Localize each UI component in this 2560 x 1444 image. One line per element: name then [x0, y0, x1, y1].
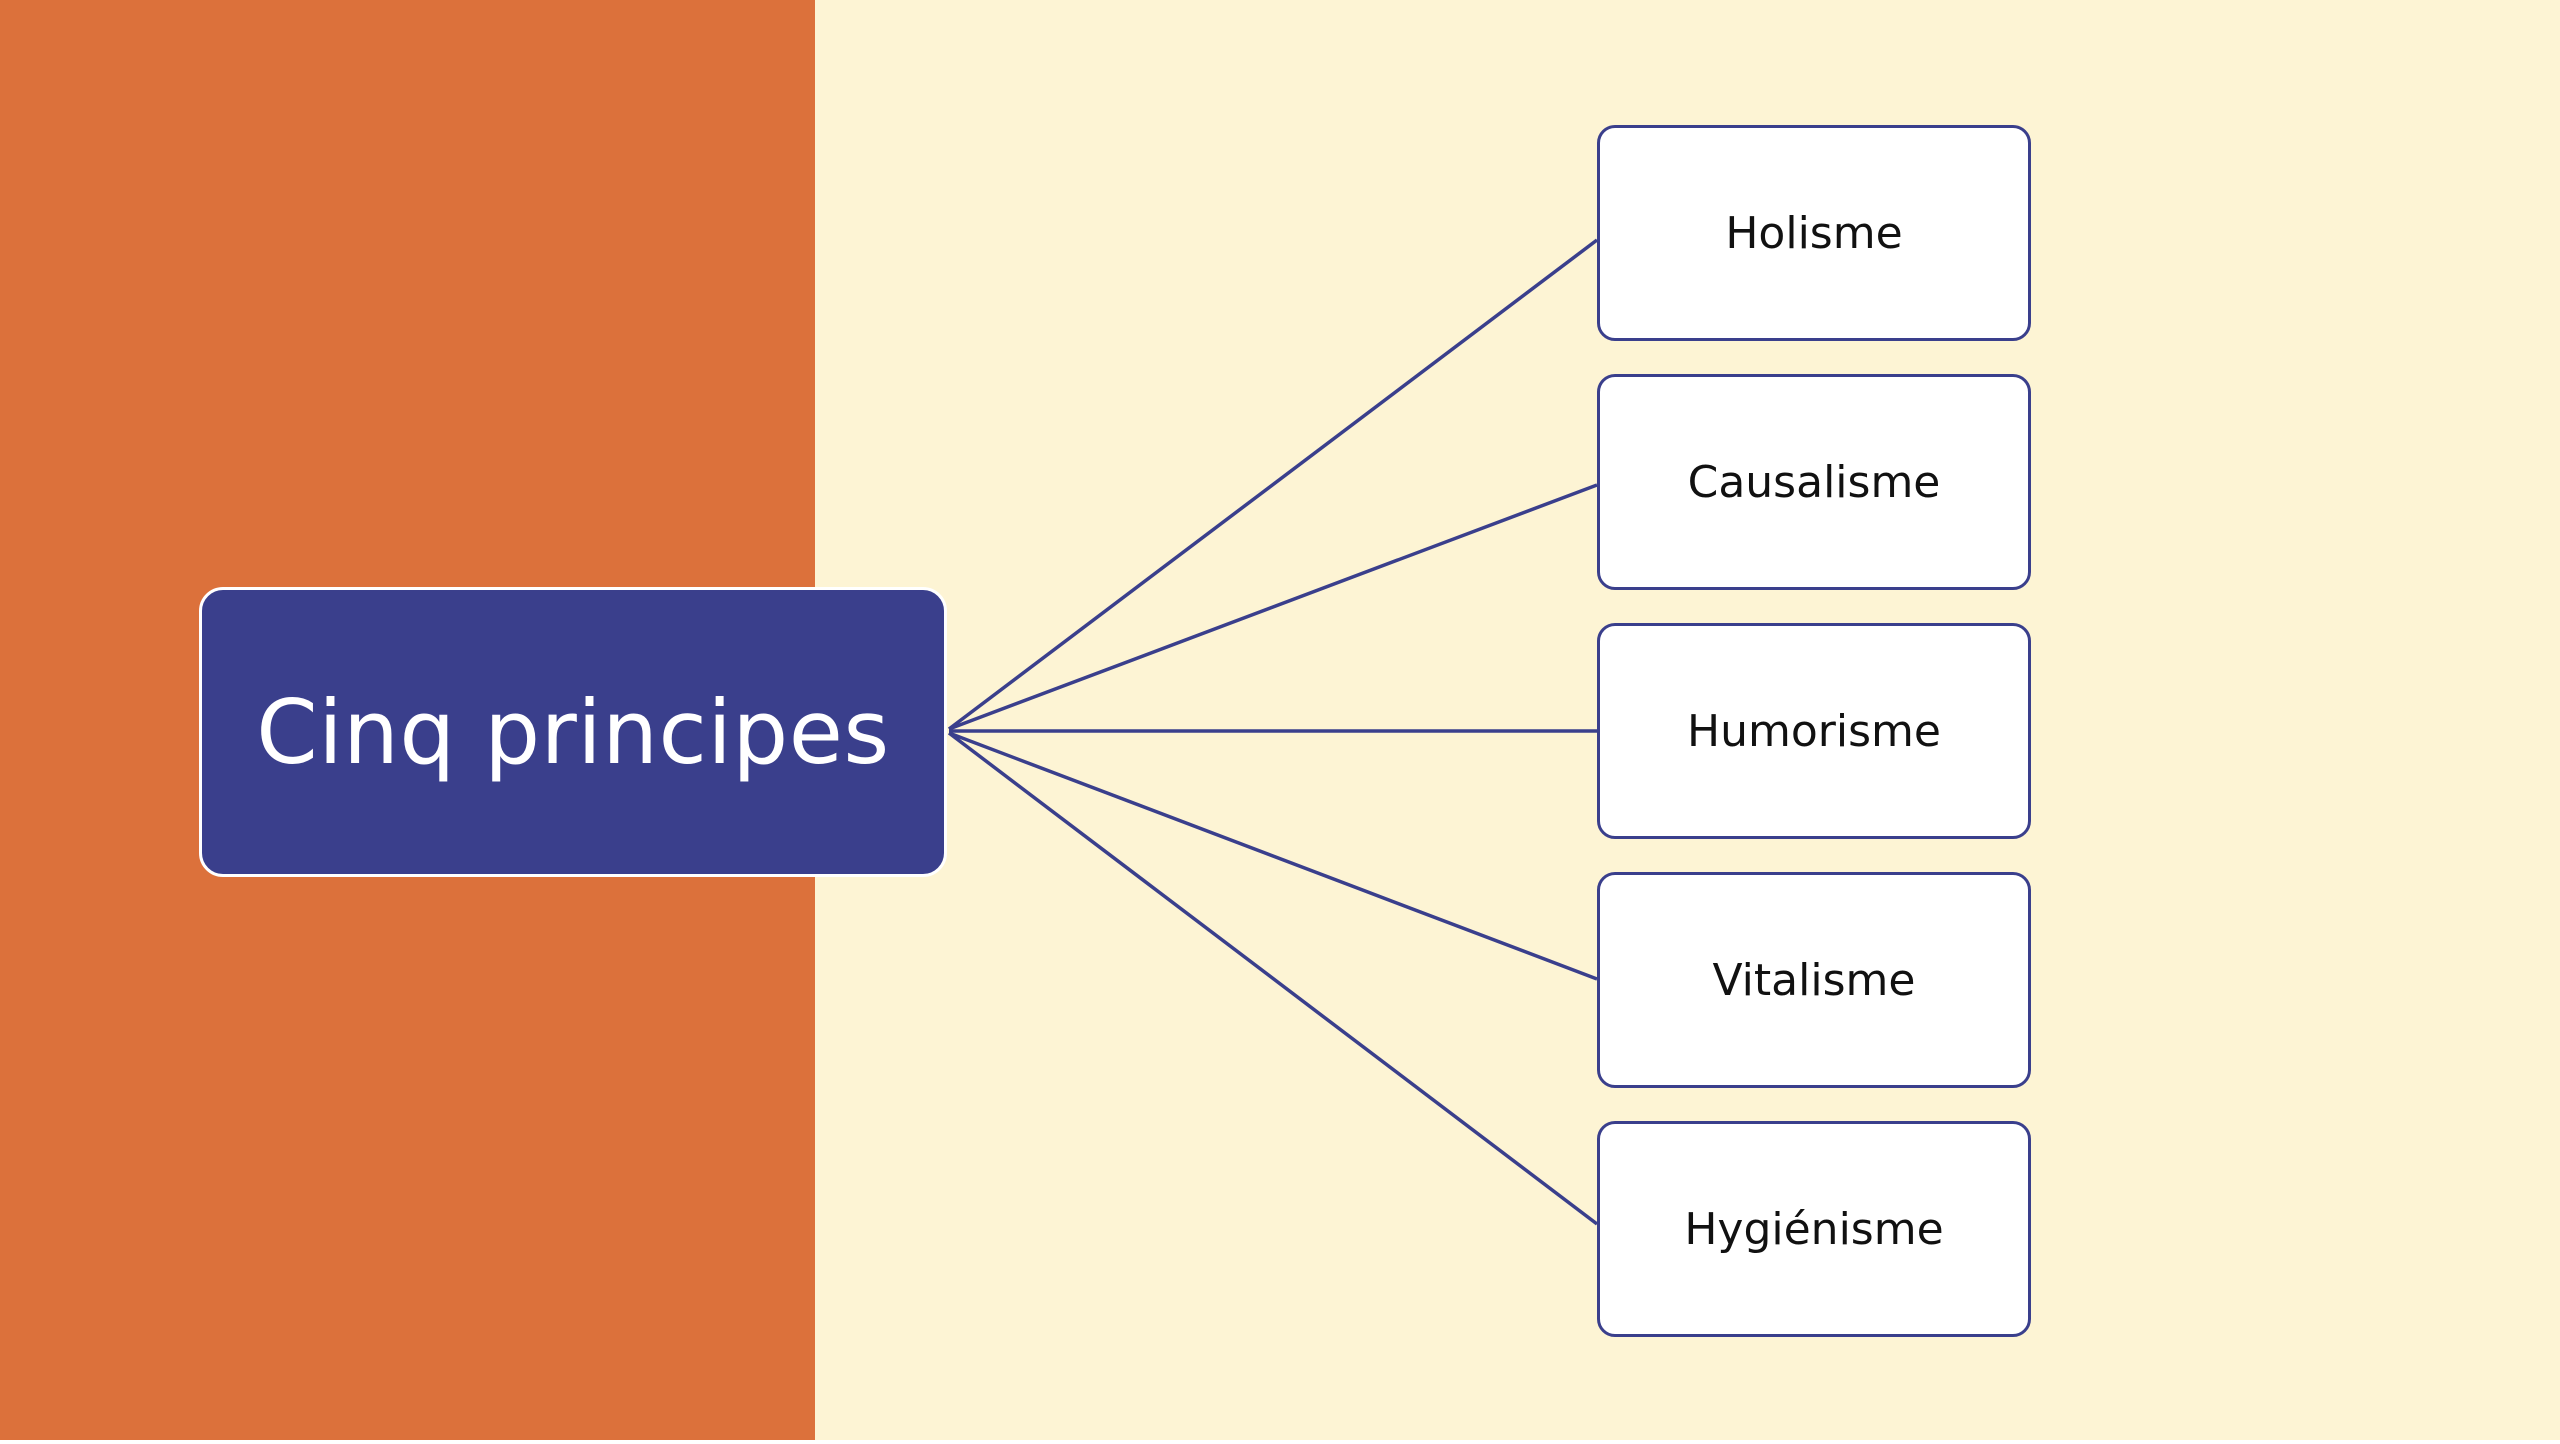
connector-holisme	[947, 238, 1599, 731]
branch-node-label: Humorisme	[1687, 705, 1941, 757]
branch-node-causalisme: Causalisme	[1597, 374, 2031, 590]
branch-node-hygienisme: Hygiénisme	[1597, 1121, 2031, 1337]
branch-node-holisme: Holisme	[1597, 125, 2031, 341]
branch-node-vitalisme: Vitalisme	[1597, 872, 2031, 1088]
center-node: Cinq principes	[199, 587, 947, 877]
center-node-label: Cinq principes	[256, 680, 890, 784]
connector-causalisme	[948, 483, 1598, 731]
branch-node-label: Holisme	[1725, 207, 1903, 259]
connector-vitalisme	[948, 731, 1598, 981]
branch-node-label: Causalisme	[1687, 456, 1941, 508]
connector-hygienisme	[947, 731, 1599, 1226]
branch-node-label: Vitalisme	[1712, 954, 1916, 1006]
branch-node-humorisme: Humorisme	[1597, 623, 2031, 839]
branch-node-label: Hygiénisme	[1684, 1203, 1944, 1255]
